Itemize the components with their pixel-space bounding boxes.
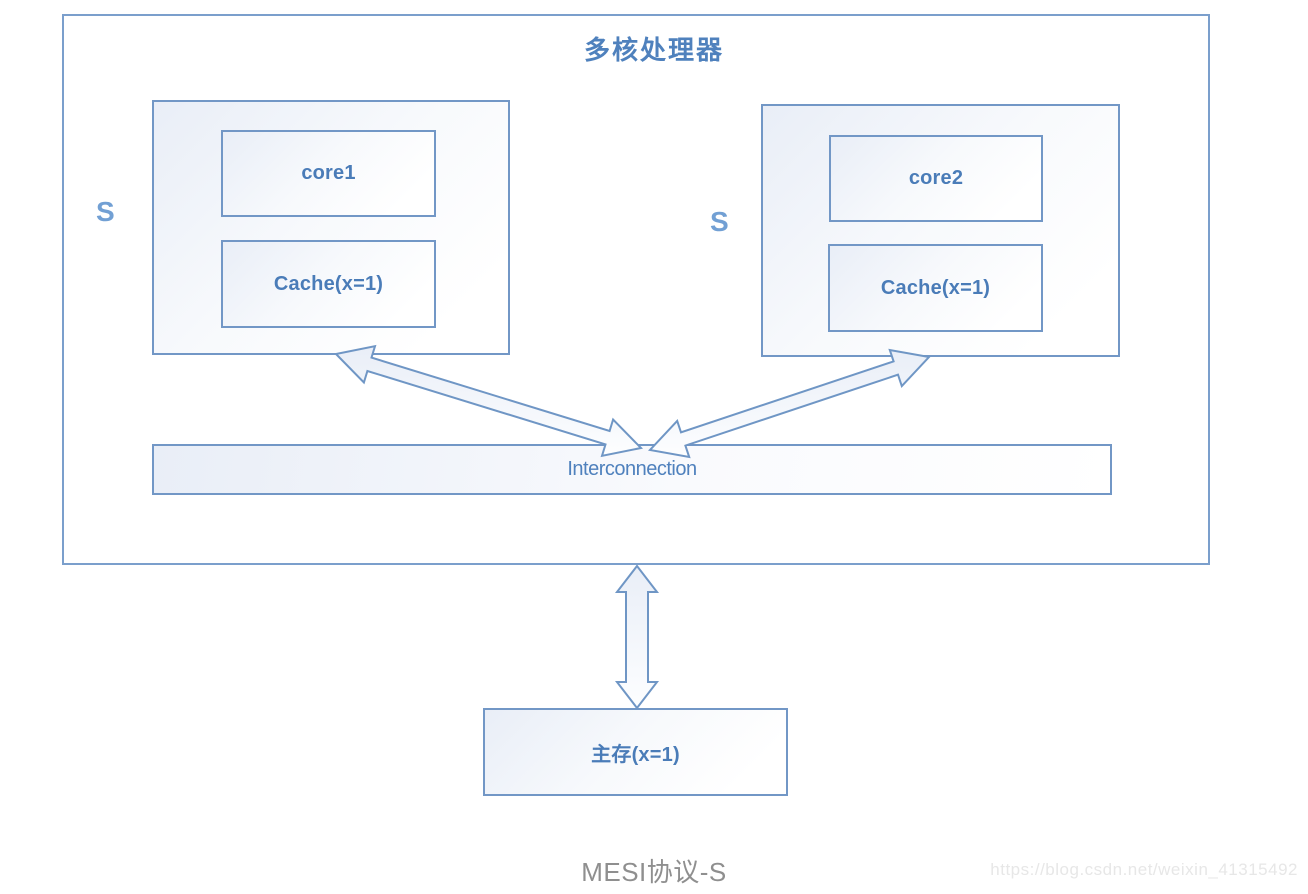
core1-label: core1 — [301, 162, 356, 184]
cache2-box: Cache(x=1) — [828, 244, 1043, 332]
interconnection-bar: Interconnection — [152, 444, 1112, 495]
core1-box: core1 — [221, 130, 436, 217]
cache2-label: Cache(x=1) — [880, 276, 991, 299]
cache1-label: Cache(x=1) — [273, 272, 384, 295]
interconnect-memory-bidirectional-arrow-icon — [614, 564, 660, 710]
main-memory-label: 主存(x=1) — [591, 743, 680, 766]
diagram-caption: MESI协议-S — [581, 857, 727, 887]
interconnection-label: Interconnection — [567, 458, 697, 480]
core2-box: core2 — [829, 135, 1043, 222]
diagram-title: 多核处理器 — [583, 35, 724, 65]
cache1-box: Cache(x=1) — [221, 240, 436, 328]
cpu2-mesi-state-label: S — [710, 206, 729, 237]
main-memory-box: 主存(x=1) — [483, 708, 788, 796]
watermark-url: https://blog.csdn.net/weixin_41315492 — [990, 860, 1298, 879]
core2-label: core2 — [908, 167, 964, 189]
cpu1-mesi-state-label: S — [96, 196, 115, 227]
